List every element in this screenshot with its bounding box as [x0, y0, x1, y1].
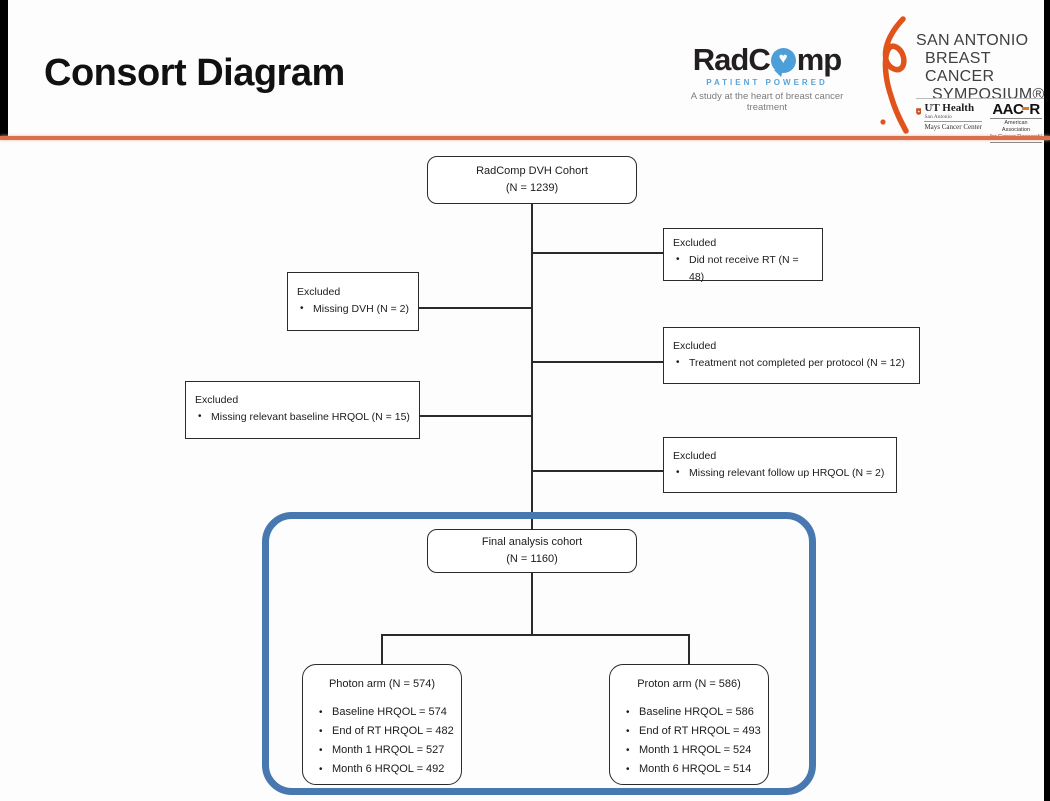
uthealth-center: Mays Cancer Center — [924, 123, 982, 131]
photon-arm-item: Baseline HRQOL = 574 — [315, 703, 461, 722]
page-title: Consort Diagram — [44, 52, 345, 94]
final-cohort-highlight — [262, 512, 816, 795]
radcomp-wordmark-pre: RadC — [692, 42, 771, 77]
radcomp-tagline: A study at the heart of breast cancer tr… — [690, 91, 844, 113]
box-proton-arm: Proton arm (N = 586) Baseline HRQOL = 58… — [609, 664, 769, 785]
proton-arm-title: Proton arm (N = 586) — [637, 678, 741, 690]
photon-arm-item: End of RT HRQOL = 482 — [315, 722, 461, 741]
photon-arm-item: Month 6 HRQOL = 492 — [315, 760, 461, 779]
excluded-label: Excluded — [673, 450, 717, 462]
box-excluded-missing-dvh: Excluded Missing DVH (N = 2) — [287, 272, 419, 331]
connector-excluded-right-3 — [532, 470, 663, 472]
excluded-label: Excluded — [673, 237, 717, 249]
proton-arm-item: Month 1 HRQOL = 524 — [622, 741, 768, 760]
uthealth-text: UT Health San Antonio Mays Cancer Center — [924, 102, 982, 143]
proton-arm-item: Baseline HRQOL = 586 — [622, 703, 768, 722]
final-cohort-n: (N = 1160) — [506, 553, 558, 565]
uthealth-logo: ★ UT Health San Antonio Mays Cancer Cent… — [916, 102, 982, 143]
connector-photon-vertical — [381, 634, 383, 665]
uthealth-campus: San Antonio — [924, 114, 982, 122]
svg-text:★: ★ — [917, 109, 920, 113]
box-excluded-missing-baseline-hrqol: Excluded Missing relevant baseline HRQOL… — [185, 381, 420, 439]
uthealth-name: UT Health — [924, 102, 975, 114]
box-excluded-treatment-not-completed: Excluded Treatment not completed per pro… — [663, 327, 920, 384]
box-excluded-missing-followup-hrqol: Excluded Missing relevant follow up HRQO… — [663, 437, 897, 493]
excluded-reason: Missing relevant follow up HRQOL (N = 2) — [673, 465, 888, 481]
connector-main-vertical — [531, 204, 533, 530]
box-radcomp-dvh-cohort: RadComp DVH Cohort (N = 1239) — [427, 156, 637, 204]
radcomp-wordmark: RadC ♥ mp — [672, 42, 862, 77]
proton-arm-item: Month 6 HRQOL = 514 — [622, 760, 768, 779]
excluded-reason: Missing relevant baseline HRQOL (N = 15) — [195, 409, 411, 425]
excluded-reason: Treatment not completed per protocol (N … — [673, 355, 911, 371]
excluded-reason: Did not receive RT (N = 48) — [673, 252, 814, 285]
heart-icon: ♥ — [778, 50, 788, 67]
sabcs-line2: BREAST CANCER — [925, 49, 995, 85]
sabcs-wordmark: SAN ANTONIO BREAST CANCER SYMPOSIUM® — [916, 32, 1045, 104]
box-excluded-no-rt: Excluded Did not receive RT (N = 48) — [663, 228, 823, 283]
speech-bubble-icon: ♥ — [770, 48, 796, 77]
connector-branch-horizontal — [381, 634, 689, 636]
bubble-tail-icon — [773, 70, 783, 77]
connector-final-vertical — [531, 572, 533, 635]
radcomp-wordmark-post: mp — [796, 42, 842, 77]
cohort-n: (N = 1239) — [505, 182, 559, 194]
connector-excluded-left-2 — [420, 415, 532, 417]
sabcs-line1: SAN ANTONIO — [916, 32, 1029, 49]
radcomp-logo: RadC ♥ mp PATIENT POWERED A study at the h… — [672, 44, 862, 113]
aacr-wordmark: AAC R — [990, 102, 1042, 117]
aacr-dash-icon — [1022, 107, 1030, 110]
photon-arm-item: Month 1 HRQOL = 527 — [315, 741, 461, 760]
aacr-wordmark-pre: AAC — [992, 101, 1024, 118]
awareness-ribbon-icon — [876, 14, 914, 141]
letterbox-right — [1044, 0, 1050, 801]
connector-excluded-left-1 — [419, 307, 532, 309]
excluded-reason: Missing DVH (N = 2) — [297, 301, 410, 317]
connector-excluded-right-1 — [532, 252, 663, 254]
box-photon-arm: Photon arm (N = 574) Baseline HRQOL = 57… — [302, 664, 462, 785]
header-divider — [0, 136, 1050, 140]
box-final-analysis-cohort: Final analysis cohort (N = 1160) — [427, 529, 637, 573]
excluded-label: Excluded — [673, 340, 717, 352]
aacr-wordmark-post: R — [1029, 101, 1040, 118]
proton-arm-list: Baseline HRQOL = 586 End of RT HRQOL = 4… — [622, 703, 768, 779]
photon-arm-list: Baseline HRQOL = 574 End of RT HRQOL = 4… — [315, 703, 461, 779]
letterbox-left — [0, 0, 8, 139]
radcomp-subtitle: PATIENT POWERED — [706, 78, 828, 87]
connector-excluded-right-2 — [532, 361, 663, 363]
photon-arm-title: Photon arm (N = 574) — [328, 678, 436, 690]
excluded-label: Excluded — [195, 394, 239, 406]
final-cohort-name: Final analysis cohort — [481, 535, 583, 548]
uthealth-shield-icon: ★ — [916, 108, 922, 115]
cohort-name: RadComp DVH Cohort — [476, 164, 588, 177]
aacr-sub-line1: American Association — [1001, 120, 1031, 134]
proton-arm-item: End of RT HRQOL = 493 — [622, 722, 768, 741]
excluded-label: Excluded — [297, 286, 341, 298]
connector-proton-vertical — [688, 634, 690, 665]
